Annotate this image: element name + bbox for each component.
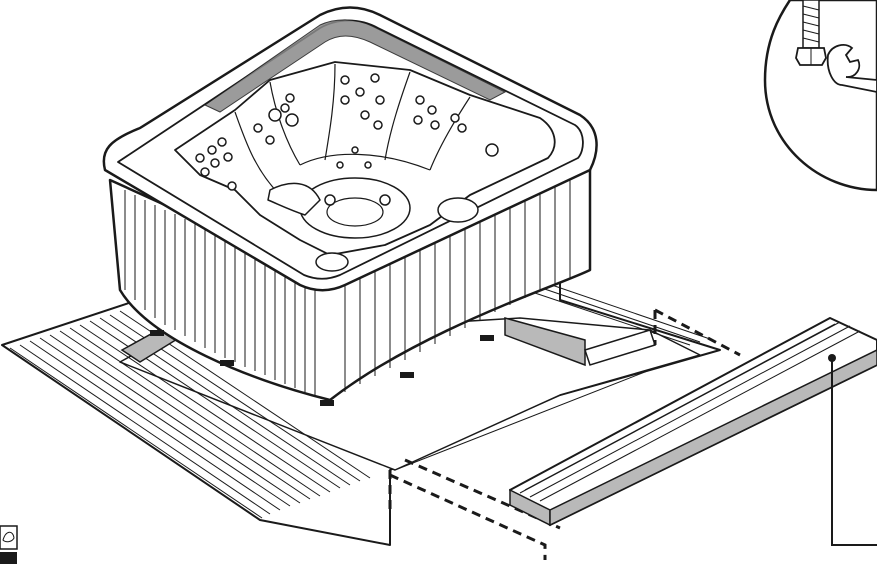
bolt-and-wrench-detail — [763, 0, 877, 192]
spa-shell — [102, 6, 598, 406]
deck-board — [509, 317, 877, 546]
leader-line — [831, 358, 877, 546]
bolt-icon — [795, 0, 827, 66]
bleed-icon — [0, 525, 18, 564]
wrench-icon — [826, 44, 877, 93]
